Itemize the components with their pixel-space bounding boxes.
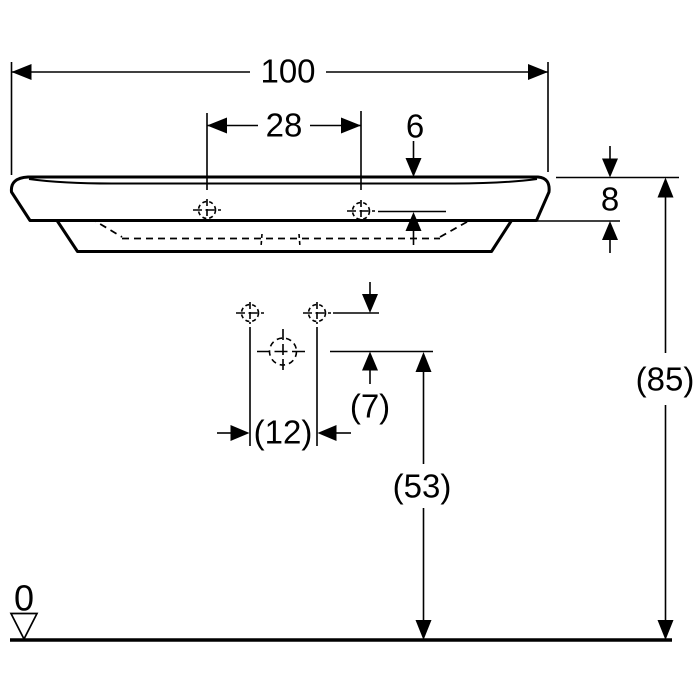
dim-overall-width: 100 [10, 53, 549, 175]
dim-fixture-spacing: (12) [217, 327, 351, 451]
arrowhead-up [602, 221, 618, 240]
outlet-marker [257, 329, 309, 374]
dim-outlet-height: (53) [393, 352, 452, 640]
dim-label-overall-height: (85) [636, 361, 695, 398]
tap-hole-marker-right [347, 200, 375, 222]
tap-hole-circle [197, 200, 217, 220]
arrowhead-right [230, 425, 250, 441]
dim-label-overall-width: 100 [260, 53, 315, 90]
dim-tap-hole-spacing: 28 [206, 107, 362, 190]
fixture-hole-marker-left [236, 302, 264, 324]
arrowhead-down [362, 294, 378, 313]
arrowhead-left [11, 64, 32, 80]
floor-and-datum: 0 [9, 578, 672, 642]
dim-label-tap-deck-depth: 6 [406, 108, 424, 145]
drain-hidden-mark-left [260, 233, 263, 248]
basin-body-outline [9, 175, 551, 222]
dim-tap-deck-depth: 6 [378, 108, 446, 245]
dim-overall-height: (85) [636, 177, 695, 640]
arrowhead-left [317, 425, 337, 441]
arrowhead-up [415, 352, 432, 372]
fixture-hole-circle [307, 303, 327, 323]
fixture-hole-circle [240, 303, 260, 323]
wall-fixture-markers [236, 302, 331, 374]
washbasin-elevation [9, 175, 551, 253]
dim-label-fixture-spacing: (12) [254, 414, 313, 451]
arrowhead-down [415, 620, 432, 640]
arrowhead-right [341, 117, 361, 134]
dim-rim-edge-height: 8 [537, 146, 679, 253]
tap-hole-marker-left [193, 199, 221, 221]
tap-hole-circle [351, 201, 371, 221]
datum-level-label: 0 [14, 578, 34, 619]
dim-label-outlet-height: (53) [393, 468, 452, 505]
dim-label-rim-edge-height: 8 [601, 181, 619, 218]
fixture-hole-marker-right [303, 302, 331, 324]
drain-hidden-mark-right [298, 233, 301, 248]
arrowhead-up [362, 351, 378, 371]
basin-rim-inner-line [28, 178, 538, 185]
dim-label-tap-hole-spacing: 28 [266, 107, 303, 144]
arrowhead-up [657, 177, 674, 198]
datum-triangle-icon [9, 612, 39, 641]
arrowhead-left [207, 117, 227, 134]
arrowhead-right [528, 64, 548, 80]
arrowhead-down [602, 158, 618, 178]
arrowhead-down [405, 158, 422, 177]
arrowhead-down [657, 620, 674, 640]
arrowhead-up [405, 212, 422, 231]
basin-base-outline [55, 219, 513, 253]
dim-outlet-offset: (7) [330, 282, 433, 425]
dim-label-outlet-offset: (7) [350, 388, 390, 425]
